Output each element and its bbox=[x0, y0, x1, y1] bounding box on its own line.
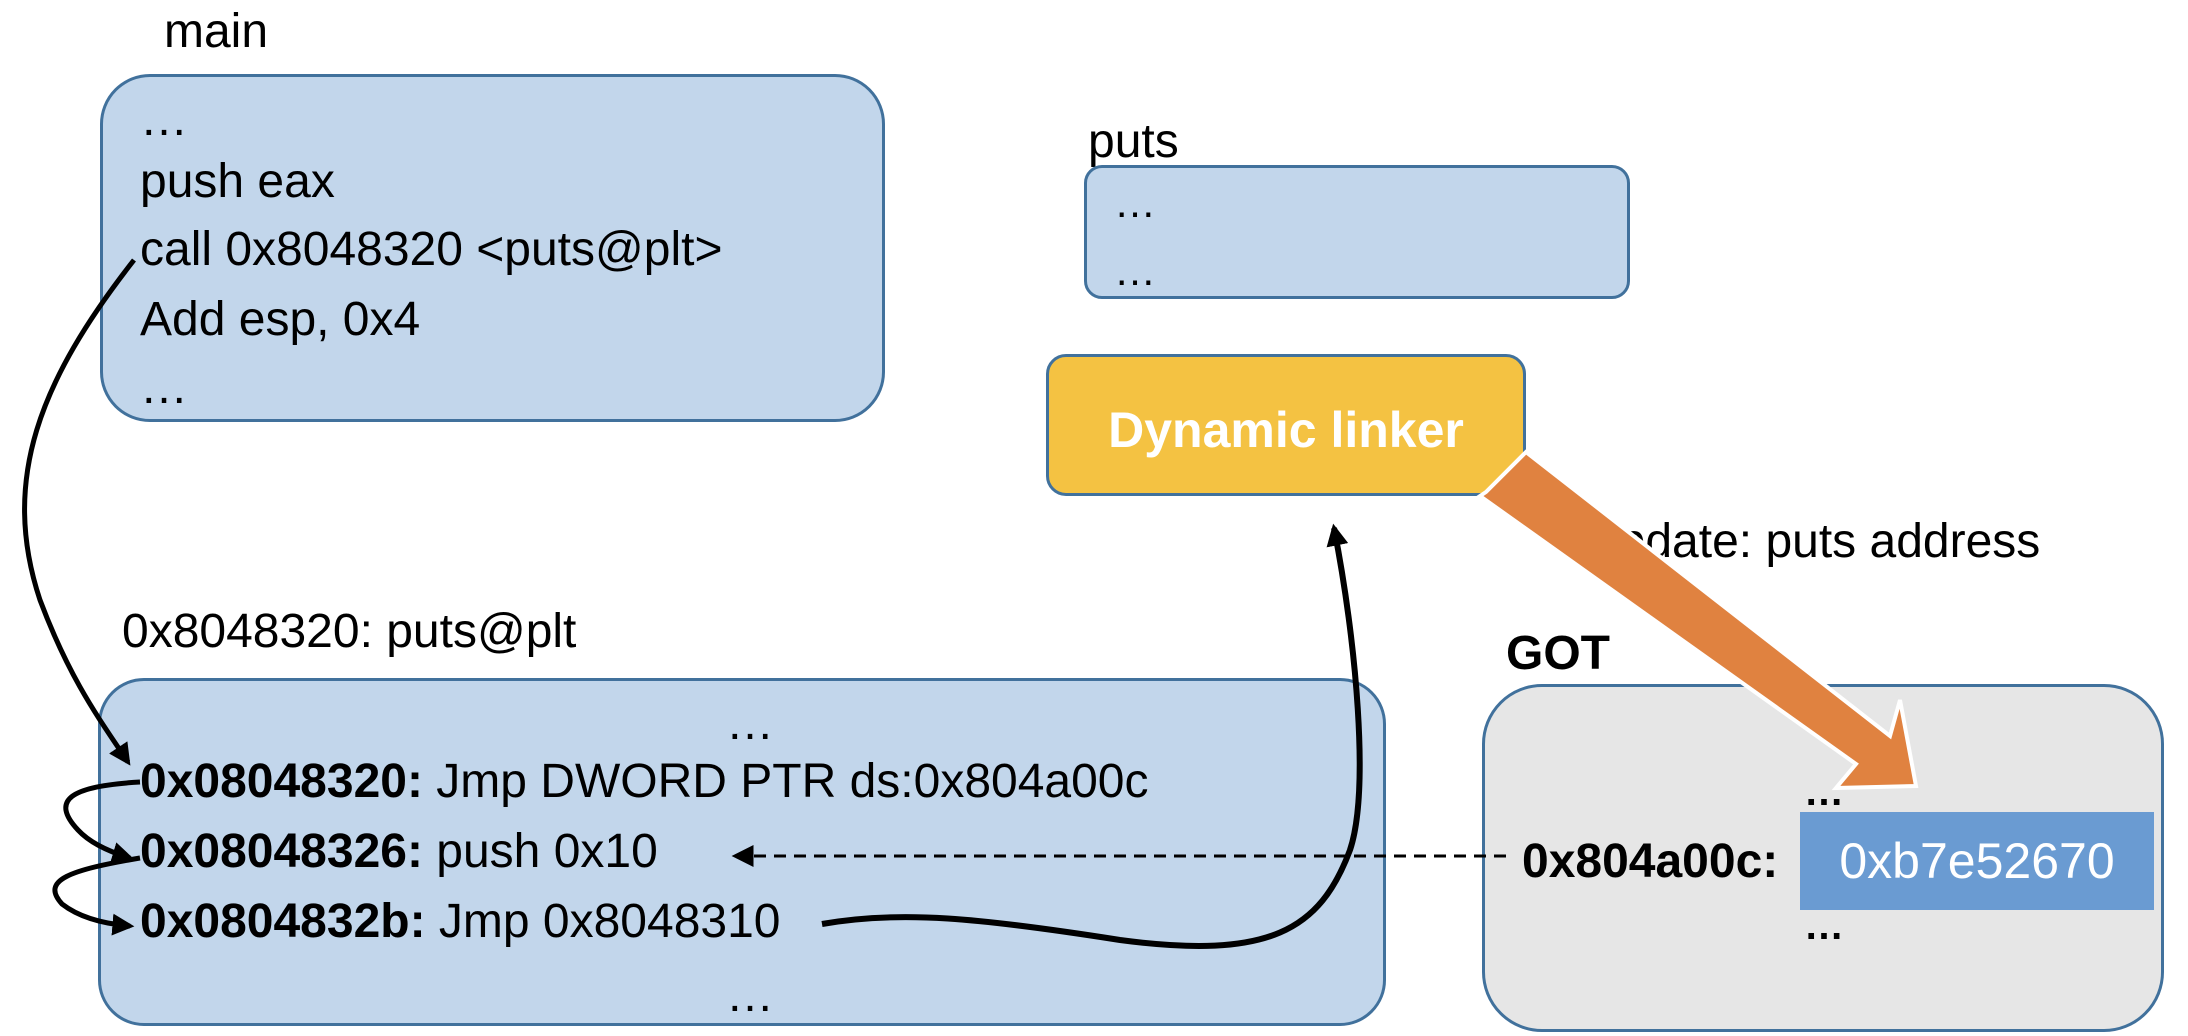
main-line-4: Add esp, 0x4 bbox=[140, 293, 421, 346]
main-title: main bbox=[164, 5, 269, 58]
call-to-plt-arrow bbox=[22, 258, 136, 766]
main-line-3: call 0x8048320 <puts@plt> bbox=[140, 223, 723, 276]
plt-row-1: 0x08048320: Jmp DWORD PTR ds:0x804a00c bbox=[140, 758, 1149, 806]
plt-row-1-address: 0x08048320: bbox=[140, 755, 423, 808]
dynamic-linker-box: Dynamic linker bbox=[1046, 354, 1526, 496]
update-arrow bbox=[1476, 449, 1919, 791]
main-line-1: … bbox=[140, 93, 188, 146]
got-bottom-ellipsis: … bbox=[1804, 904, 1844, 948]
plt-row-2-instruction: push 0x10 bbox=[422, 825, 658, 878]
plt-row-1-instruction: Jmp DWORD PTR ds:0x804a00c bbox=[422, 755, 1149, 808]
plt-row-3-address: 0x0804832b: bbox=[140, 895, 426, 948]
main-line-2: push eax bbox=[140, 155, 335, 208]
plt-row-3: 0x0804832b: Jmp 0x8048310 bbox=[140, 898, 780, 946]
puts-code-box bbox=[1084, 165, 1630, 299]
main-code-box bbox=[100, 74, 885, 422]
got-value-cell: 0xb7e52670 bbox=[1800, 812, 2154, 910]
plt-row-2-address: 0x08048326: bbox=[140, 825, 423, 878]
jmp-to-push-arrow bbox=[63, 779, 141, 864]
puts-line-1: … bbox=[1114, 179, 1156, 226]
got-address: 0x804a00c: bbox=[1522, 835, 1779, 888]
puts-line-2: … bbox=[1114, 247, 1156, 294]
push-to-jmp-arrow bbox=[52, 855, 141, 936]
main-line-5: … bbox=[140, 361, 188, 414]
plt-bottom-ellipsis: … bbox=[726, 969, 774, 1022]
plt-title: 0x8048320: puts@plt bbox=[122, 605, 577, 658]
puts-title: puts bbox=[1088, 115, 1179, 168]
got-top-ellipsis: … bbox=[1804, 770, 1844, 814]
dynamic-linker-label: Dynamic linker bbox=[1108, 402, 1464, 458]
plt-row-2: 0x08048326: push 0x10 bbox=[140, 828, 658, 876]
got-title: GOT bbox=[1506, 627, 1610, 680]
plt-row-3-instruction: Jmp 0x8048310 bbox=[425, 895, 781, 948]
jmp-to-linker-arrow bbox=[821, 523, 1363, 949]
plt-top-ellipsis: … bbox=[726, 697, 774, 750]
